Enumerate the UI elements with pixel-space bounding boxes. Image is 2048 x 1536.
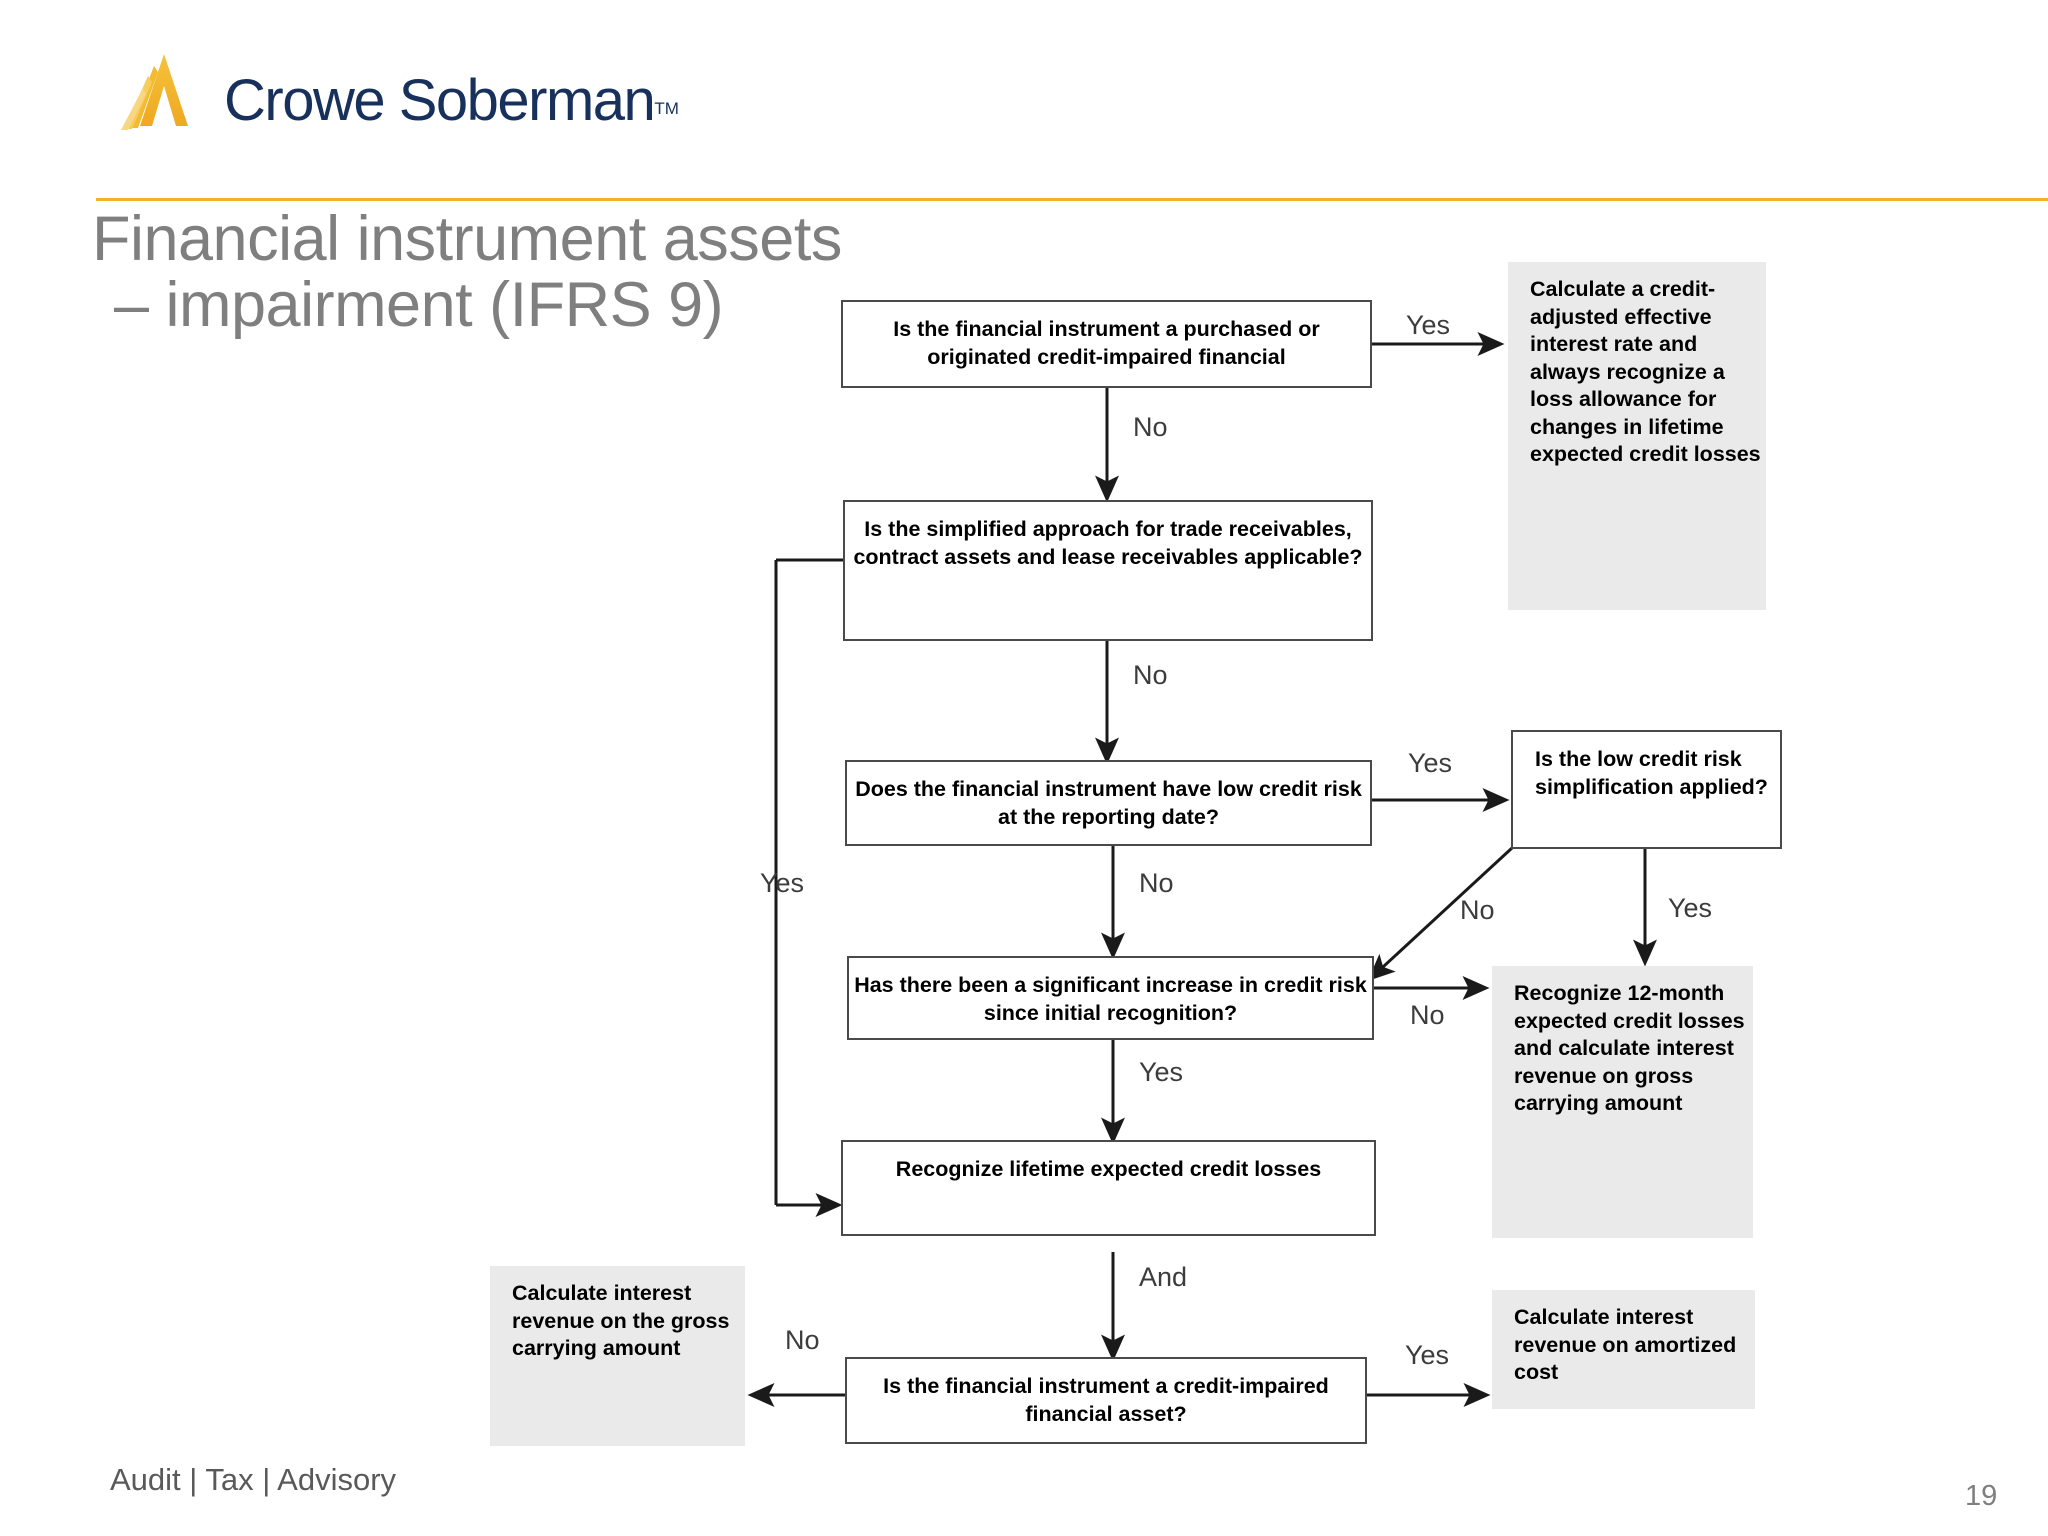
- flow-node-q4-label: Is the low credit risk simplification ap…: [1535, 747, 1768, 799]
- flow-node-q6[interactable]: Is the financial instrument a credit-imp…: [845, 1357, 1367, 1444]
- flow-node-q2[interactable]: Is the simplified approach for trade rec…: [843, 500, 1373, 641]
- flow-node-out2[interactable]: Recognize 12-month expected credit losse…: [1492, 966, 1753, 1238]
- flow-node-out3[interactable]: Calculate interest revenue on the gross …: [490, 1266, 745, 1446]
- flow-node-q4[interactable]: Is the low credit risk simplification ap…: [1511, 730, 1782, 849]
- flow-node-out1-label: Calculate a credit-adjusted effective in…: [1530, 277, 1761, 467]
- flow-node-q1-label: Is the financial instrument a purchased …: [893, 317, 1320, 369]
- flow-node-q2-label: Is the simplified approach for trade rec…: [853, 517, 1363, 569]
- crowe-chevron-logo-icon: [118, 52, 210, 130]
- page-number: 19: [1965, 1480, 1998, 1512]
- flow-node-q3-label: Does the financial instrument have low c…: [855, 777, 1362, 829]
- flow-node-q5[interactable]: Has there been a significant increase in…: [847, 956, 1374, 1040]
- flow-node-out2-label: Recognize 12-month expected credit losse…: [1514, 981, 1745, 1116]
- flow-node-out4-label: Calculate interest revenue on amortized …: [1514, 1305, 1737, 1385]
- flow-node-q3[interactable]: Does the financial instrument have low c…: [845, 760, 1372, 846]
- footer-services: Audit | Tax | Advisory: [110, 1462, 397, 1497]
- edge-label-q1-no: No: [1133, 412, 1168, 442]
- edge-label-p1-and: And: [1139, 1262, 1188, 1292]
- edge-label-q5-yes: Yes: [1139, 1057, 1184, 1087]
- edge-label-q6-yes: Yes: [1405, 1340, 1450, 1370]
- edge-label-q5-no: No: [1410, 1000, 1445, 1030]
- page-title-line2: – impairment (IFRS 9): [114, 270, 724, 341]
- edge-label-q4-yes: Yes: [1668, 893, 1713, 923]
- flow-node-p1[interactable]: Recognize lifetime expected credit losse…: [841, 1140, 1376, 1236]
- flow-node-q1[interactable]: Is the financial instrument a purchased …: [841, 300, 1372, 388]
- trademark-symbol: TM: [654, 99, 679, 118]
- flow-node-q6-label: Is the financial instrument a credit-imp…: [883, 1373, 1329, 1426]
- brand-wordmark: Crowe SobermanTM: [224, 72, 679, 130]
- edge-label-q6-no: No: [785, 1325, 820, 1355]
- edge-label-q2-no: No: [1133, 660, 1168, 690]
- header-accent-rule: [96, 198, 2048, 201]
- edge-label-q4-no: No: [1460, 895, 1495, 925]
- flow-node-out3-label: Calculate interest revenue on the gross …: [512, 1281, 730, 1361]
- page-title-line1: Financial instrument assets: [92, 204, 842, 274]
- flow-node-p1-label: Recognize lifetime expected credit losse…: [895, 1157, 1322, 1181]
- edge-label-q3-no: No: [1139, 868, 1174, 898]
- page-title: Financial instrument assets – impairment…: [92, 206, 992, 338]
- flow-node-out1[interactable]: Calculate a credit-adjusted effective in…: [1508, 262, 1766, 610]
- flow-node-q5-label: Has there been a significant increase in…: [854, 973, 1367, 1025]
- brand-logo: Crowe SobermanTM: [118, 52, 679, 130]
- brand-name: Crowe Soberman: [224, 68, 656, 133]
- flow-node-out4[interactable]: Calculate interest revenue on amortized …: [1492, 1290, 1755, 1409]
- edge-label-q2-yes: Yes: [760, 868, 805, 898]
- edge-label-q3-yes: Yes: [1408, 748, 1453, 778]
- edge-label-q1-yes: Yes: [1406, 310, 1451, 340]
